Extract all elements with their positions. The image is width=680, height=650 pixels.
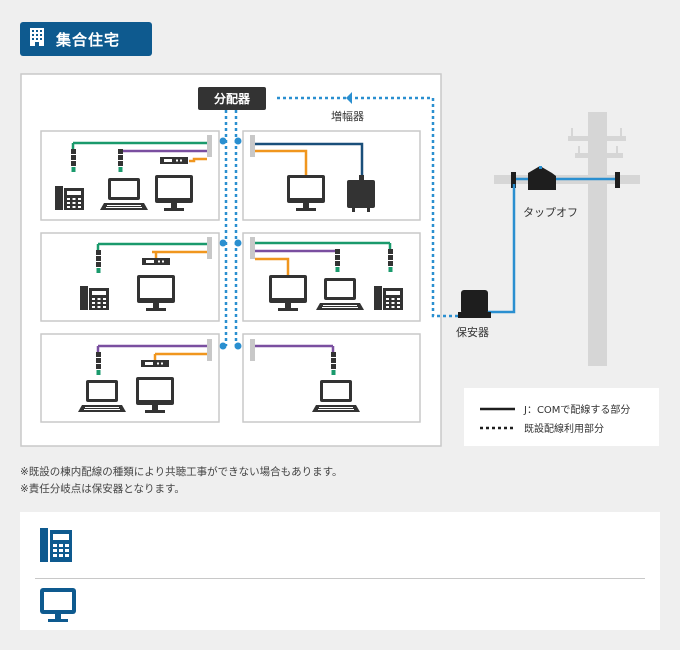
utility-pole — [494, 112, 640, 366]
service-legend-row-tv — [20, 578, 660, 637]
section-title-badge: 集合住宅 — [20, 22, 152, 56]
unit-3 — [40, 232, 220, 322]
riser-junctions — [219, 137, 242, 350]
unit-1 — [40, 130, 220, 221]
wiring-legend: J：COMで配線する部分 既設配線利用部分 — [464, 388, 659, 446]
wiring-diagram: タップオフ 保安器 増幅器 分配器 — [20, 73, 659, 447]
section-title: 集合住宅 — [56, 30, 121, 49]
protector-label: 保安器 — [456, 325, 489, 339]
building-icon — [30, 28, 44, 50]
drop-cable — [488, 184, 516, 314]
amplifier-label: 増幅器 — [331, 110, 364, 123]
tv-monitor-icon — [38, 584, 78, 628]
tapoff-label: タップオフ — [523, 206, 578, 219]
legend-dotted-label: 既設配線利用部分 — [524, 422, 604, 435]
service-legend-divider — [35, 578, 645, 579]
telephone-icon — [55, 186, 84, 210]
distributor-label: 分配器 — [214, 91, 251, 106]
amplifier-device — [347, 175, 375, 212]
protector-device — [458, 290, 491, 318]
service-legend-row-telephone — [20, 512, 660, 571]
telephone-icon — [38, 526, 74, 568]
amplifier-arrow — [346, 92, 352, 104]
service-legend-panel — [20, 512, 660, 630]
legend-solid-label: J：COMで配線する部分 — [523, 403, 630, 416]
existing-riser-cable — [275, 96, 458, 318]
telephone-icon — [80, 286, 109, 310]
note-2: ※責任分岐点は保安器となります。 — [20, 483, 185, 495]
unit-5 — [40, 333, 220, 423]
unit-2 — [242, 130, 421, 221]
distributor-box — [198, 87, 266, 110]
note-1: ※既設の棟内配線の種類により共聴工事ができない場合もあります。 — [20, 466, 343, 478]
tapoff-device — [511, 166, 620, 190]
unit-4 — [242, 232, 421, 322]
telephone-icon — [374, 286, 403, 310]
unit-6 — [242, 333, 421, 423]
